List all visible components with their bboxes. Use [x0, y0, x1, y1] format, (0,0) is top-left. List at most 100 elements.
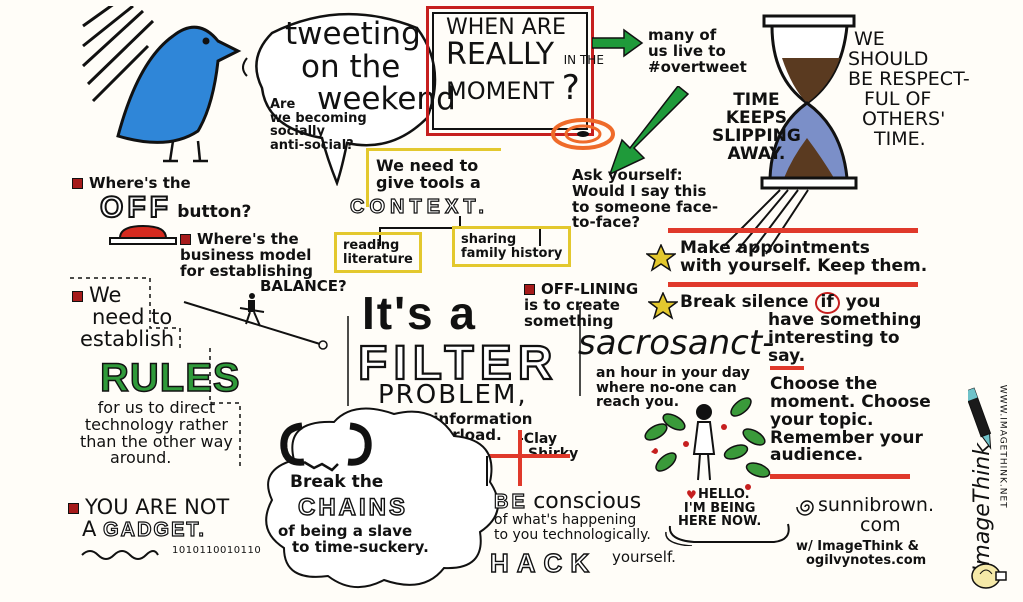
silence-line-1: Break silence — [680, 292, 809, 312]
overtweet-text: many of us live to #overtweet — [648, 26, 747, 76]
choose-red-underline — [770, 474, 910, 479]
hello-line-2: I'M BEING — [683, 500, 756, 516]
moment-moment: MOMENT — [446, 76, 555, 105]
filter-frame-lines — [344, 286, 584, 490]
imagethink-logo-text: ImageThink — [969, 443, 995, 573]
bullet-icon — [524, 284, 535, 295]
bullet-icon — [72, 290, 83, 302]
off-line-2: button? — [177, 201, 252, 222]
anti-social-question: Are we becoming socially anti-social? — [270, 98, 367, 153]
ask-yourself-text: Ask yourself: Would I say this to someon… — [572, 167, 719, 232]
rules-big-word: RULES — [99, 355, 241, 401]
overtweet-line-1: many of — [648, 26, 717, 44]
conscious-line-3: to you technologically. — [494, 526, 651, 543]
time-line-3: SLIPPING — [712, 125, 801, 146]
rules-line-1: We — [89, 283, 122, 307]
off-button-section: Where's the OFF button? — [72, 174, 252, 225]
heart-icon: ♥ — [686, 488, 697, 502]
credit-line-2: com — [860, 513, 901, 536]
context-text: We need to give tools a — [376, 157, 481, 192]
silence-line-4: say. — [768, 345, 806, 366]
problem-text: PROBLEM, — [378, 380, 528, 410]
respect-line-4: FUL OF — [864, 87, 932, 110]
broken-chains-icon — [278, 420, 374, 478]
off-word: OFF — [99, 190, 172, 225]
gadget-line-2: A — [82, 517, 97, 542]
filter-big-word: FILTER — [357, 336, 559, 391]
moment-line-1: WHEN ARE — [446, 15, 566, 40]
break-silence-continued: have something interesting to say. — [768, 310, 922, 366]
credit-line-3: w/ ImageThink & — [796, 539, 919, 554]
choose-line-5: audience. — [770, 445, 864, 466]
choose-line-3: your topic. — [770, 409, 874, 430]
moment-box — [426, 6, 594, 136]
sharing-line-2: family history — [461, 245, 563, 261]
offlining-line-2: is to create — [524, 295, 620, 314]
sharing-family-history-box: sharing family history — [452, 226, 572, 268]
offlining-line-3: something — [524, 311, 614, 330]
its-a-text: It's a — [362, 287, 477, 339]
tweeting-line-2: on the — [301, 48, 401, 85]
chains-big-word: CHAINS — [297, 493, 409, 521]
silence-line-2: have something — [768, 310, 922, 330]
hack-word: HACK — [489, 547, 598, 578]
credit-line-1: sunnibrown. — [818, 494, 935, 516]
hello-text: HELLO. I'M BEING HERE NOW. — [678, 488, 761, 529]
overtweet-line-3: #overtweet — [648, 57, 747, 76]
ask-line-4: to-face? — [572, 213, 641, 232]
anti-social-line-3: socially — [270, 124, 325, 140]
spiral-icon — [796, 496, 818, 522]
silence-line-1b: you — [845, 292, 881, 312]
filter-red-divider — [518, 430, 522, 486]
respect-line-5: OTHERS' — [862, 107, 946, 130]
girl-with-leaves-illustration — [636, 392, 776, 492]
business-model-text: Where's the business model for establish… — [180, 231, 347, 295]
chains-line-3: to time-suckery. — [292, 537, 429, 556]
yourself-word: yourself. — [612, 548, 676, 566]
business-line-2: business model — [180, 245, 312, 264]
respect-line-2: SHOULD — [848, 47, 929, 70]
sacrosanct-word: sacrosanct- — [578, 323, 775, 363]
target-spiral-icon — [548, 112, 618, 156]
time-slipping-text: TIME KEEPS SLIPPING AWAY. — [712, 91, 801, 164]
tweeting-line-1: tweeting — [285, 16, 421, 52]
time-line-4: AWAY. — [727, 143, 786, 164]
green-arrow-right-icon — [591, 28, 644, 62]
business-line-3: for establishing — [180, 261, 314, 280]
offlining-line-4: an hour in your day — [596, 365, 750, 381]
gadget-section: YOU ARE NOT A GADGET. — [68, 496, 229, 541]
rules-line-6: than the other way — [80, 431, 233, 451]
ask-line-3: to someone face- — [572, 197, 719, 216]
appointments-line-2: with yourself. Keep them. — [680, 255, 928, 276]
bullet-icon — [68, 502, 79, 514]
anti-social-line-1: Are — [270, 97, 296, 112]
ask-line-2: Would I say this — [572, 181, 707, 200]
credit-section: sunnibrown. com — [818, 494, 935, 536]
reading-literature-box: reading literature — [334, 232, 422, 274]
appointments-text: Make appointments with yourself. Keep th… — [680, 239, 928, 276]
moment-really: REALLY — [446, 37, 555, 73]
sharing-line-1: sharing — [461, 232, 517, 247]
squiggle-line — [80, 546, 160, 565]
context-yellow-box — [366, 148, 501, 207]
reading-line-1: reading — [343, 238, 400, 253]
appointments-red-bar-bottom — [668, 282, 918, 287]
off-line-1: Where's the — [89, 174, 191, 192]
choose-line-1: Choose the — [770, 374, 878, 394]
moment-question-mark: ? — [561, 67, 580, 108]
balance-figure-icon — [180, 292, 330, 356]
rules-section: We need to establish — [72, 284, 174, 350]
lightbulb-icon — [968, 558, 1008, 596]
green-arrow-down-icon — [600, 84, 690, 182]
rules-line-5: technology rather — [84, 414, 228, 434]
rules-line-4: for us to direct — [97, 398, 216, 417]
moment-in-the: IN THE — [563, 53, 604, 68]
offlining-text: OFF-LINING is to create something — [524, 281, 638, 330]
red-off-button-icon — [108, 222, 178, 250]
credit-line-4: ogilvynotes.com — [806, 552, 927, 568]
reading-line-2: literature — [343, 251, 413, 267]
context-line-2: give tools a — [376, 172, 481, 192]
rules-line-7: around. — [110, 448, 172, 468]
chains-cloud — [254, 400, 510, 596]
choose-line-4: Remember your — [770, 427, 923, 448]
